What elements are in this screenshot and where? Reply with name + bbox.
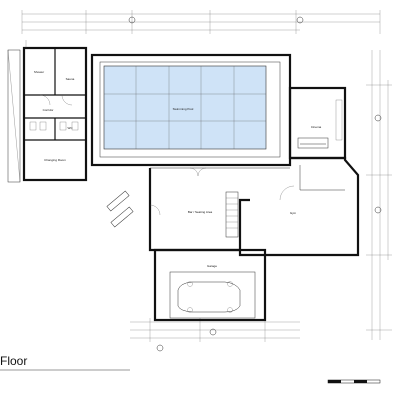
left-door [7,49,21,183]
room-label-gym: Gym [290,211,297,215]
room-label-swimming-pool: Swimming Pool [173,107,194,111]
right-wing-walls [238,156,360,257]
scale-bar [327,379,381,384]
room-label-changing-room: Changing Room [44,158,66,162]
top-dimension-lines [21,10,381,34]
pool-tile-grid [104,66,266,149]
cinema-room [288,86,347,160]
garage [153,248,267,322]
stair-treads [226,197,238,229]
sun-loungers [106,190,134,228]
right-dimension-lines [366,50,392,340]
bottom-dimension-lines [130,318,300,352]
room-label-bar-seating: Bar / Seating Area [188,210,213,214]
car-outline [177,281,241,313]
room-label-corridor: Corridor [43,108,54,112]
room-label-shower: Shower [34,70,44,74]
sheet-title: Floor [0,354,27,368]
room-label-wc: WC [68,126,74,130]
left-wing [22,40,88,182]
pool-water [103,65,267,150]
pool-hall [90,53,292,167]
bar-seating-area [148,167,290,252]
room-label-garage: Garage [207,264,217,268]
room-label-cinema: Cinema [311,125,322,129]
room-label-sauna: Sauna [66,77,75,81]
